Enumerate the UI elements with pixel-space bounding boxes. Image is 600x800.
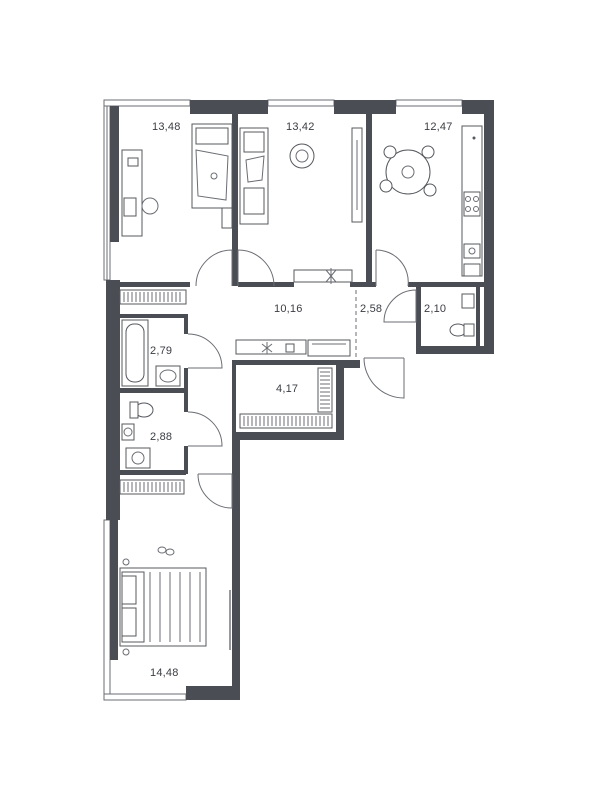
walls [106, 100, 494, 700]
area-label-bedroom-top-left: 13,48 [152, 121, 181, 133]
area-label-hall: 10,16 [274, 303, 303, 315]
area-label-storage: 4,17 [276, 383, 299, 395]
area-label-shower-room: 2,88 [150, 431, 173, 443]
area-label-living-room: 13,42 [286, 121, 315, 133]
area-label-bathroom: 2,79 [150, 345, 173, 357]
area-label-kitchen: 12,47 [424, 121, 453, 133]
area-label-corridor: 2,58 [360, 303, 383, 315]
area-label-wc: 2,10 [424, 303, 447, 315]
doors [187, 249, 417, 509]
area-label-bedroom-bottom: 14,48 [150, 667, 179, 679]
furniture [119, 123, 483, 656]
